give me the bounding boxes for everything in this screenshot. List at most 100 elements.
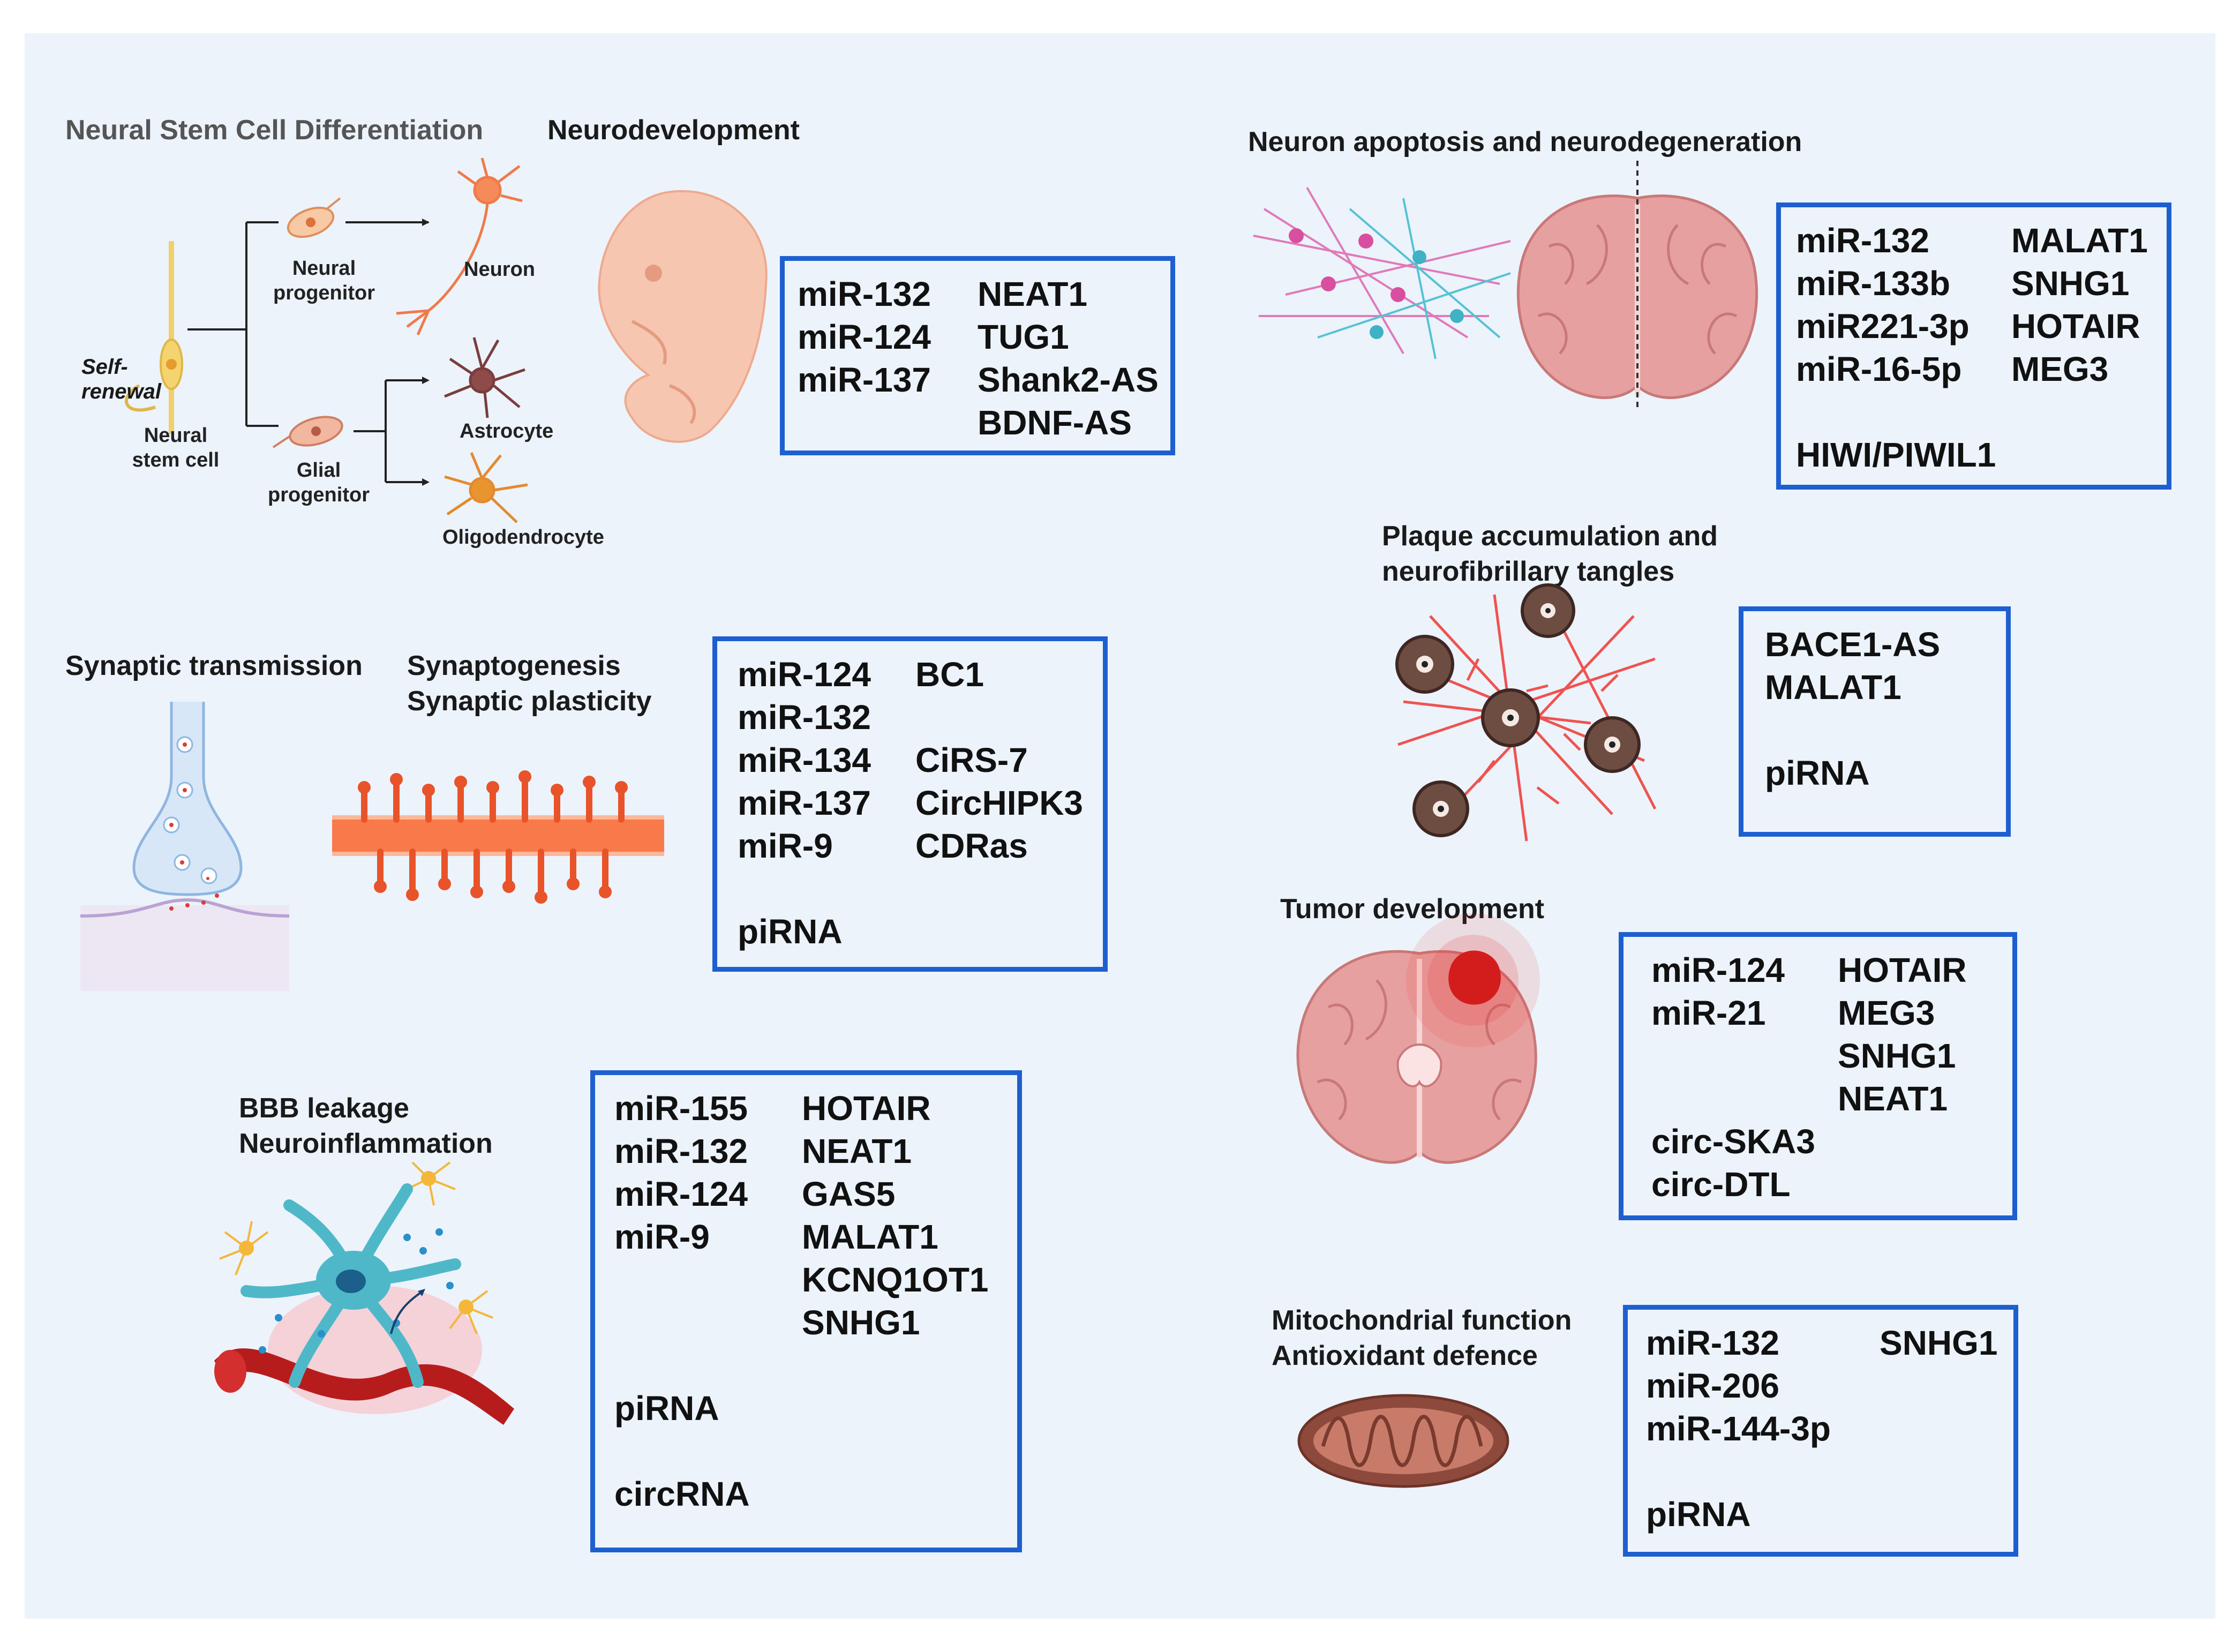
rna-item: MEG3 bbox=[2011, 350, 2109, 388]
rna-item: HIWI/PIWIL1 bbox=[1796, 435, 1996, 474]
rna-item: HOTAIR bbox=[802, 1089, 931, 1128]
neurodevelopment-rna-box: miR-132 miR-124 miR-137 NEAT1 TUG1 Shank… bbox=[780, 256, 1175, 455]
lineage-branch-lines bbox=[187, 221, 429, 483]
rna-item: circ-SKA3 bbox=[1651, 1122, 1815, 1161]
mitochondrion-illustration bbox=[1297, 1394, 1509, 1488]
rna-item: miR-134 bbox=[738, 741, 871, 779]
rna-item: circ-DTL bbox=[1651, 1165, 1791, 1204]
neural-stem-cell-icon bbox=[125, 241, 183, 434]
synapse-illustration bbox=[80, 702, 290, 991]
neurodevelopment-title: Neurodevelopment bbox=[547, 115, 800, 146]
synaptic-col2: BC1 CiRS-7 CircHIPK3 CDRas bbox=[915, 653, 1083, 867]
rna-item: MALAT1 bbox=[1765, 668, 1901, 707]
lineage-arrowheads bbox=[422, 219, 430, 486]
mito-rna-box: miR-132 miR-206 miR-144-3p piRNA SNHG1 bbox=[1623, 1305, 2018, 1557]
synaptic-plasticity-title: Synaptic plasticity bbox=[407, 686, 652, 717]
glial-progenitor-icon bbox=[272, 416, 343, 448]
rna-item bbox=[738, 867, 871, 910]
rna-item bbox=[1646, 1450, 1831, 1493]
rna-item: miR-137 bbox=[738, 784, 871, 822]
apoptosis-col2: MALAT1 SNHG1 HOTAIR MEG3 bbox=[2011, 219, 2148, 391]
rna-item: BDNF-AS bbox=[978, 403, 1132, 442]
rna-item: HOTAIR bbox=[2011, 307, 2140, 346]
rna-item bbox=[614, 1430, 750, 1473]
rna-item: miR-132 bbox=[738, 698, 871, 737]
neurodevelopment-col2: NEAT1 TUG1 Shank2-AS BDNF-AS bbox=[978, 273, 1159, 444]
mito-title-line2: Antioxidant defence bbox=[1272, 1340, 1538, 1371]
brain-section-atrophy-illustration bbox=[1516, 161, 1758, 407]
rna-item: CiRS-7 bbox=[915, 741, 1028, 779]
tumor-title: Tumor development bbox=[1280, 893, 1545, 925]
plaque-title-line2: neurofibrillary tangles bbox=[1382, 556, 1675, 587]
synaptic-rna-box: miR-124 miR-132 miR-134 miR-137 miR-9 pi… bbox=[712, 636, 1108, 972]
rna-item: KCNQ1OT1 bbox=[802, 1260, 989, 1299]
rna-item bbox=[1651, 1077, 1815, 1120]
rna-item: miR-133b bbox=[1796, 264, 1951, 303]
rna-item: BC1 bbox=[915, 655, 984, 694]
rna-item: piRNA bbox=[1646, 1495, 1751, 1534]
nsc-lineage-diagram bbox=[125, 157, 528, 523]
apoptosis-title: Neuron apoptosis and neurodegeneration bbox=[1248, 126, 1802, 157]
rna-item: miR-132 bbox=[1796, 221, 1929, 260]
mito-col1: miR-132 miR-206 miR-144-3p piRNA bbox=[1646, 1321, 1831, 1536]
bbb-neuroinflammation-illustration bbox=[214, 1161, 514, 1425]
oligodendrocyte-label: Oligodendrocyte bbox=[442, 526, 604, 549]
bbb-title-line2: Neuroinflammation bbox=[239, 1128, 493, 1159]
rna-item: Shank2-AS bbox=[978, 361, 1159, 399]
brain-tumor-illustration bbox=[1296, 913, 1540, 1164]
tumor-col2: HOTAIR MEG3 SNHG1 NEAT1 bbox=[1838, 949, 1967, 1120]
bbb-title-line1: BBB leakage bbox=[239, 1093, 409, 1124]
rna-item: miR-144-3p bbox=[1646, 1409, 1831, 1448]
bbb-col1: miR-155 miR-132 miR-124 miR-9 piRNA circ… bbox=[614, 1087, 750, 1515]
rna-item: NEAT1 bbox=[1838, 1079, 1948, 1118]
apoptosis-rna-box: miR-132 miR-133b miR221-3p miR-16-5p HIW… bbox=[1776, 202, 2171, 490]
rna-item: SNHG1 bbox=[802, 1303, 920, 1342]
bbb-rna-box: miR-155 miR-132 miR-124 miR-9 piRNA circ… bbox=[590, 1070, 1022, 1552]
rna-item: miR-124 bbox=[1651, 951, 1785, 989]
rna-item: miR221-3p bbox=[1796, 307, 1970, 346]
astrocyte-label: Astrocyte bbox=[460, 420, 554, 442]
rna-item: NEAT1 bbox=[802, 1132, 912, 1170]
mito-title-line1: Mitochondrial function bbox=[1272, 1305, 1572, 1336]
rna-item: miR-206 bbox=[1646, 1366, 1779, 1405]
rna-item bbox=[614, 1344, 750, 1387]
neural-stem-cell-label: Neural stem cell bbox=[132, 424, 220, 471]
rna-item: miR-9 bbox=[738, 827, 833, 865]
astrocyte-icon bbox=[444, 337, 525, 418]
plaque-title-line1: Plaque accumulation and bbox=[1382, 521, 1718, 552]
neuron-icon bbox=[396, 157, 523, 336]
rna-item: MALAT1 bbox=[2011, 221, 2148, 260]
rna-item bbox=[915, 696, 1083, 739]
plaque-col1: BACE1-AS MALAT1 piRNA bbox=[1765, 623, 1940, 794]
rna-item: NEAT1 bbox=[978, 275, 1088, 313]
rna-item: piRNA bbox=[738, 912, 843, 951]
rna-item: HOTAIR bbox=[1838, 951, 1967, 989]
rna-item: miR-132 bbox=[614, 1132, 748, 1170]
mito-col2: SNHG1 bbox=[1880, 1321, 1998, 1364]
oligodendrocyte-icon bbox=[444, 452, 528, 523]
rna-item: circRNA bbox=[614, 1475, 750, 1513]
dendrite-spines-illustration bbox=[332, 770, 664, 904]
synaptic-col1: miR-124 miR-132 miR-134 miR-137 miR-9 pi… bbox=[738, 653, 871, 953]
self-renewal-label: Self-renewal bbox=[81, 355, 161, 403]
plaque-rna-box: BACE1-AS MALAT1 piRNA bbox=[1739, 606, 2011, 837]
rna-item bbox=[1651, 1034, 1815, 1077]
rna-item: miR-155 bbox=[614, 1089, 748, 1128]
tumor-col1: miR-124 miR-21 circ-SKA3 circ-DTL bbox=[1651, 949, 1815, 1206]
neural-progenitor-icon bbox=[287, 197, 341, 238]
rna-item bbox=[1796, 391, 1996, 433]
rna-item: SNHG1 bbox=[1838, 1037, 1956, 1075]
tumor-rna-box: miR-124 miR-21 circ-SKA3 circ-DTL HOTAIR… bbox=[1619, 932, 2017, 1220]
synaptic-transmission-title: Synaptic transmission bbox=[65, 650, 363, 681]
rna-item: MEG3 bbox=[1838, 994, 1935, 1032]
rna-item: piRNA bbox=[614, 1389, 719, 1428]
rna-item: piRNA bbox=[1765, 754, 1870, 792]
rna-item: miR-132 bbox=[1646, 1324, 1779, 1362]
rna-item: CDRas bbox=[915, 827, 1028, 865]
rna-item: miR-124 bbox=[738, 655, 871, 694]
neuron-label: Neuron bbox=[464, 258, 535, 281]
rna-item bbox=[1765, 709, 1940, 752]
rna-item: miR-137 bbox=[798, 361, 931, 399]
rna-item: miR-124 bbox=[614, 1175, 748, 1213]
rna-item bbox=[614, 1258, 750, 1301]
